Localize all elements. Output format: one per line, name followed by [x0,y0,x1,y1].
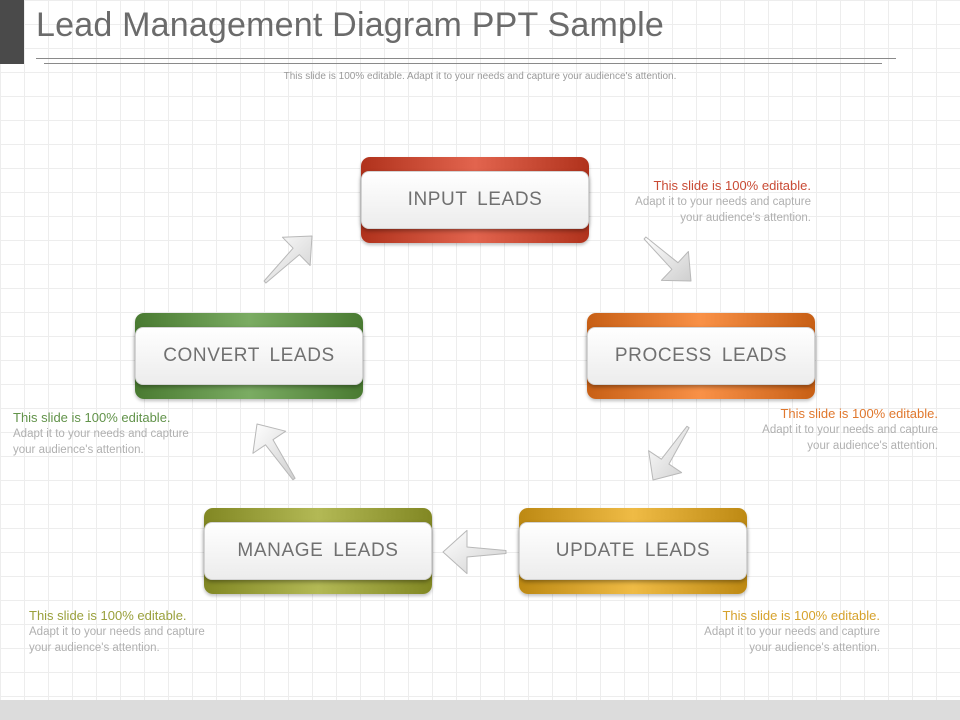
note-input-body-1: Adapt it to your needs and capture [635,196,811,208]
node-input-label: INPUT LEADS [361,171,589,229]
title-accent-bar [0,0,24,64]
note-process: This slide is 100% editable. Adapt it to… [708,406,938,454]
note-input: This slide is 100% editable. Adapt it to… [581,178,811,226]
slide-title: Lead Management Diagram PPT Sample [36,6,664,44]
title-rule-top [36,58,896,59]
node-update-label: UPDATE LEADS [519,522,747,580]
slide-subtitle: This slide is 100% editable. Adapt it to… [283,71,677,82]
note-convert: This slide is 100% editable. Adapt it to… [13,410,243,458]
arrow-process-to-update [648,425,690,481]
node-input-leads: INPUT LEADS [361,157,589,243]
node-manage-leads: MANAGE LEADS [204,508,432,594]
arrow-update-to-manage [442,529,507,575]
node-manage-label: MANAGE LEADS [204,522,432,580]
title-rule-bottom [44,63,882,64]
node-update-leads: UPDATE LEADS [519,508,747,594]
node-convert-label: CONVERT LEADS [135,327,363,385]
note-input-heading: This slide is 100% editable. [653,178,811,193]
note-update-body-2: your audience's attention. [749,642,880,654]
footer-bar [0,700,960,720]
arrow-convert-to-input [263,235,313,284]
note-manage-body-2: your audience's attention. [29,642,160,654]
note-convert-heading: This slide is 100% editable. [13,410,171,425]
node-process-label: PROCESS LEADS [587,327,815,385]
note-convert-body-2: your audience's attention. [13,444,144,456]
note-convert-body-1: Adapt it to your needs and capture [13,428,189,440]
note-manage-heading: This slide is 100% editable. [29,608,187,623]
note-manage: This slide is 100% editable. Adapt it to… [29,608,259,656]
note-manage-body-1: Adapt it to your needs and capture [29,626,205,638]
note-input-body-2: your audience's attention. [680,212,811,224]
arrow-manage-to-convert [252,423,296,481]
note-update-heading: This slide is 100% editable. [722,608,880,623]
node-process-leads: PROCESS LEADS [587,313,815,399]
arrow-input-to-process [643,236,692,282]
note-update: This slide is 100% editable. Adapt it to… [650,608,880,656]
node-convert-leads: CONVERT LEADS [135,313,363,399]
note-process-heading: This slide is 100% editable. [780,406,938,421]
note-update-body-1: Adapt it to your needs and capture [704,626,880,638]
note-process-body-2: your audience's attention. [807,440,938,452]
note-process-body-1: Adapt it to your needs and capture [762,424,938,436]
